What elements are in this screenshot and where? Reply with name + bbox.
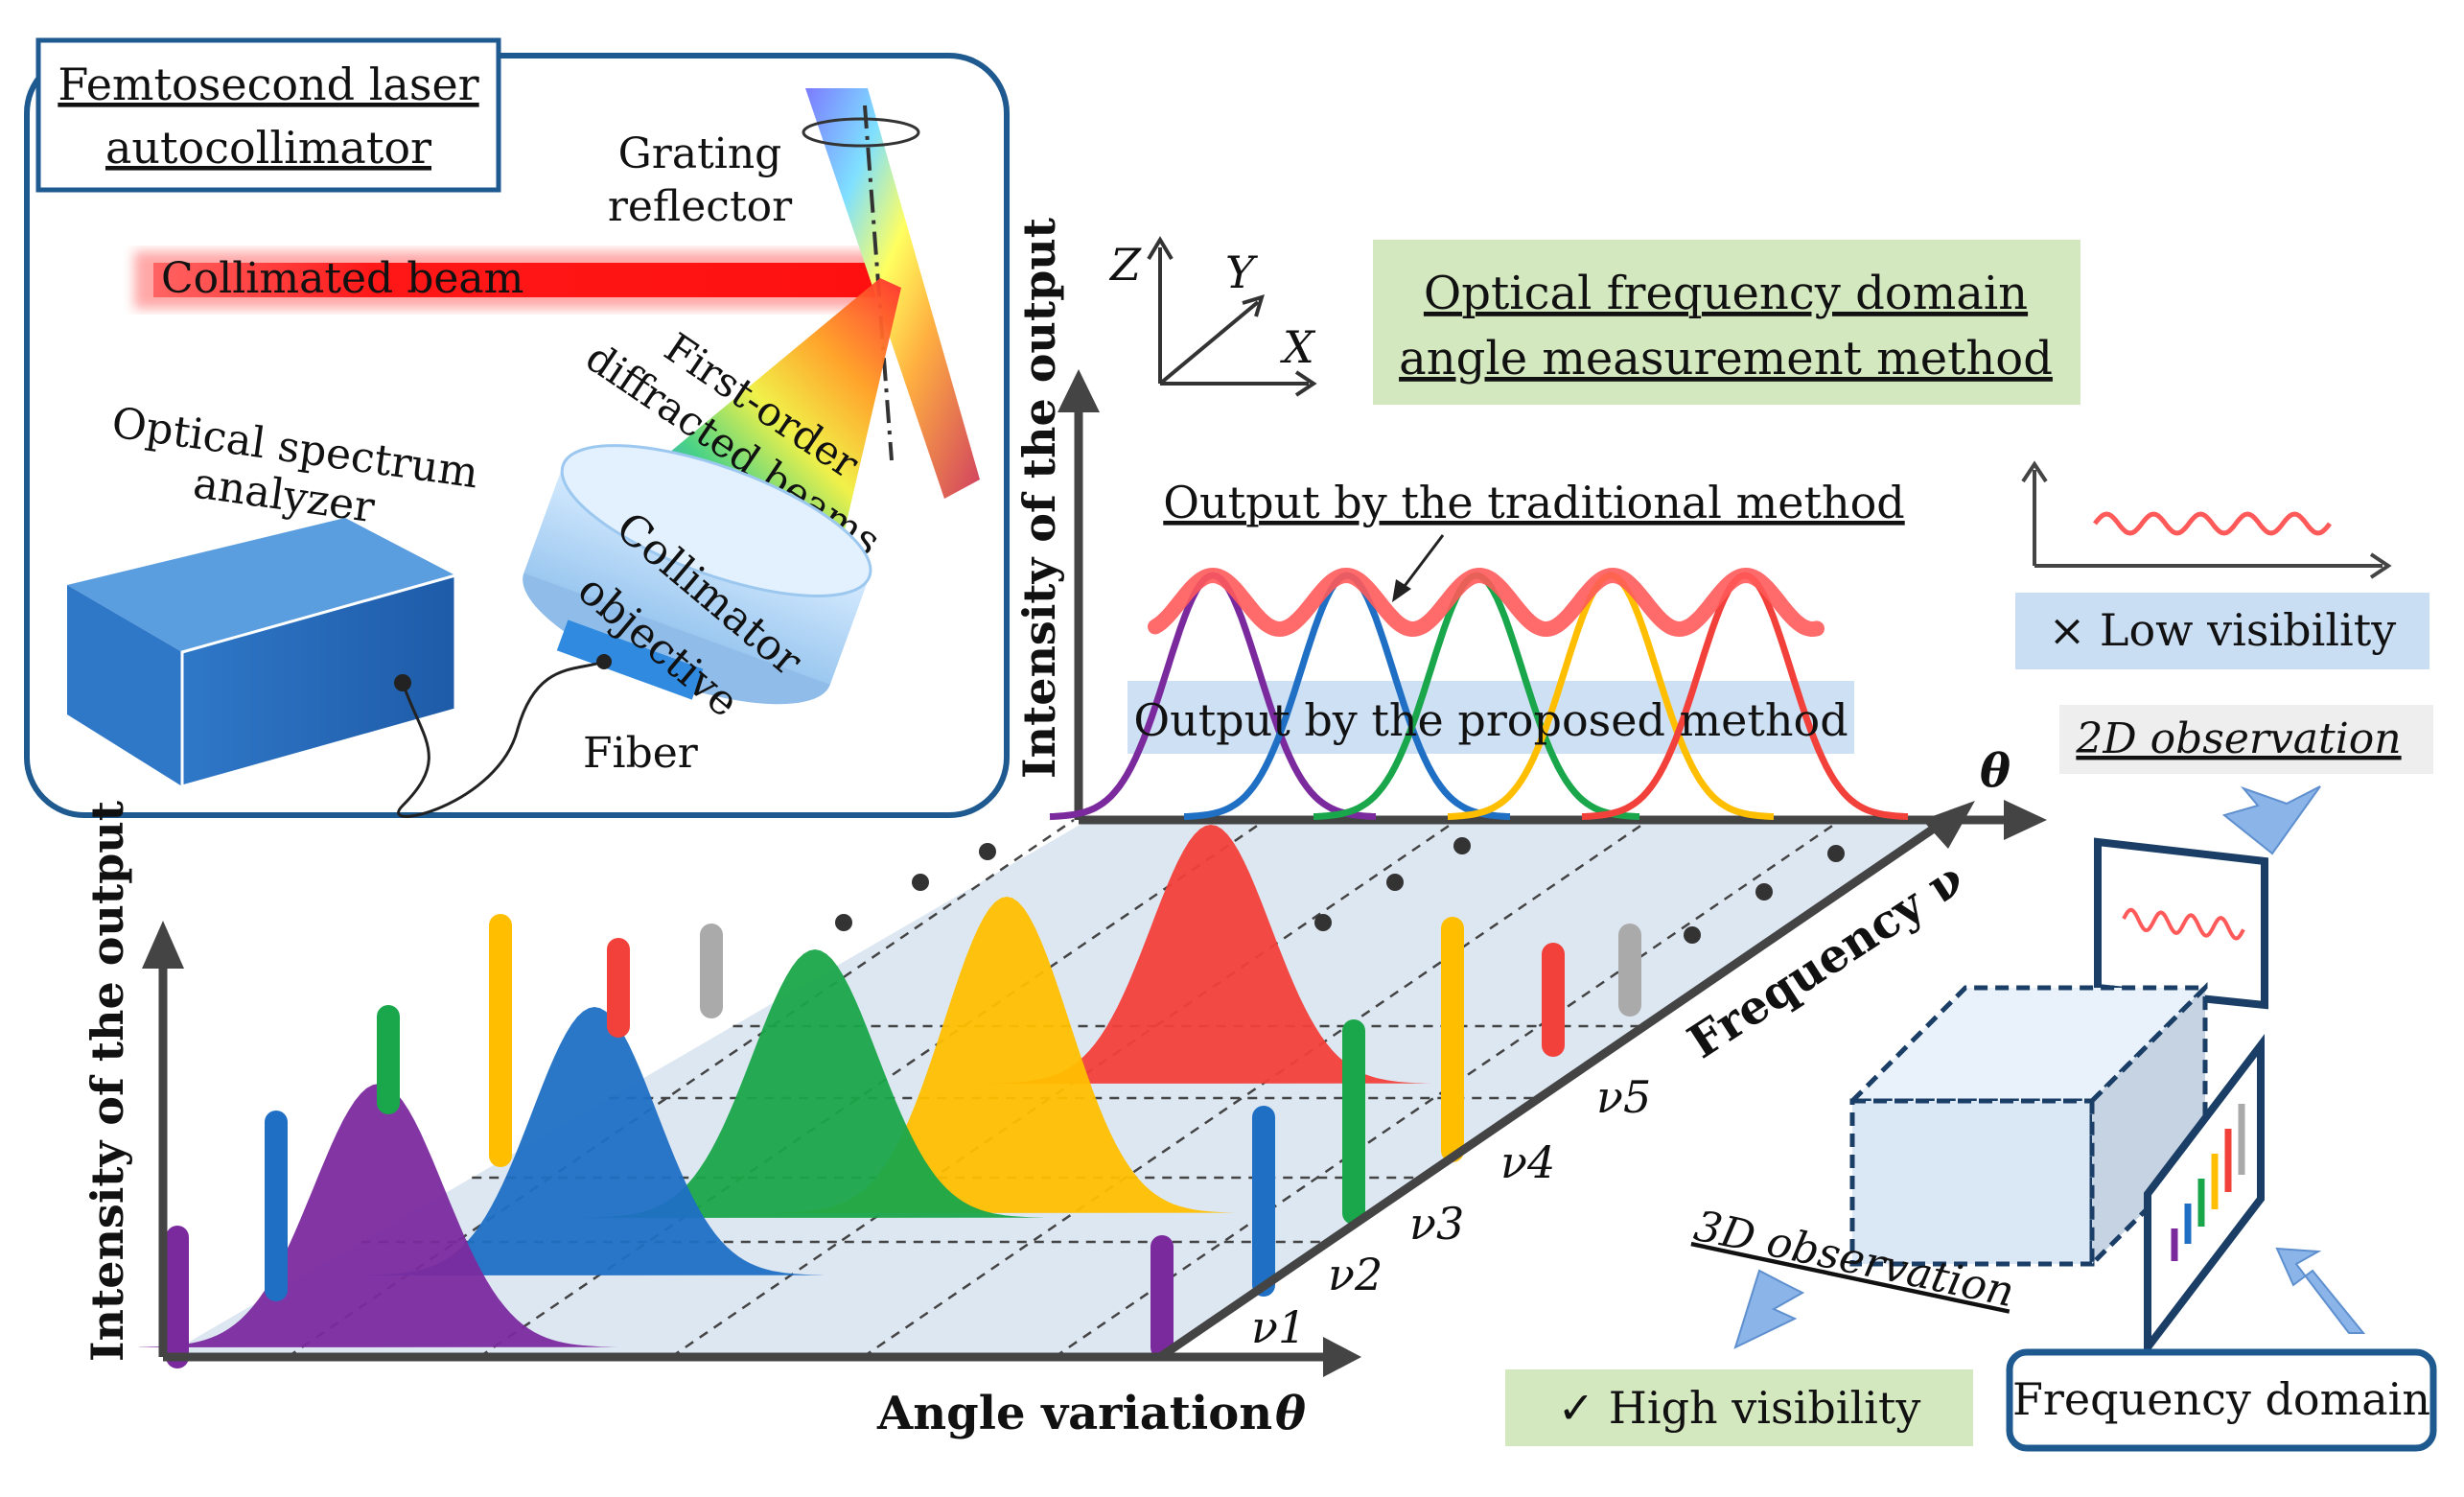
lower-bars bbox=[166, 914, 1641, 1368]
rotation-arrow-icon bbox=[802, 117, 920, 148]
high-visibility-label: ✓ High visibility bbox=[1558, 1382, 1921, 1434]
frequency-labels: ν1 ν2 ν3 ν4 ν5 bbox=[1251, 1071, 1651, 1353]
frequency-label: ν4 bbox=[1500, 1136, 1555, 1188]
axes-triad bbox=[1147, 236, 1317, 397]
peak bbox=[364, 1007, 825, 1275]
grid-line bbox=[670, 818, 1458, 1359]
peak bbox=[585, 949, 1045, 1218]
axis-y-label: Y bbox=[1225, 246, 1259, 298]
mini-wave bbox=[2093, 511, 2332, 536]
dot bbox=[1386, 874, 1404, 891]
upper-x-arrowhead bbox=[2004, 800, 2047, 840]
inset-title-line1: Femtosecond laser bbox=[58, 58, 478, 110]
dot bbox=[979, 843, 996, 860]
arrow-2d-down-icon bbox=[2221, 785, 2321, 855]
lower-ylabel: Intensity of the output bbox=[81, 800, 133, 1362]
inset-panel: Femtosecond laser autocollimator Collima… bbox=[24, 37, 1010, 818]
mini-plot bbox=[2021, 460, 2392, 579]
low-visibility-box bbox=[2015, 593, 2429, 669]
beam-label: Collimated beam bbox=[161, 254, 523, 303]
grid-line bbox=[862, 818, 1650, 1359]
peak bbox=[777, 897, 1237, 1213]
axis-x-label: X bbox=[1280, 321, 1316, 373]
upper-axes bbox=[1074, 403, 2013, 825]
obs-2d-label: 2D observation bbox=[2075, 714, 2401, 763]
traditional-curve bbox=[1148, 567, 1825, 638]
obs-2d-bg bbox=[2059, 705, 2433, 774]
proposed-label: Output by the proposed method bbox=[1133, 694, 1848, 746]
method-box bbox=[1373, 240, 2080, 405]
upper-xlabel: θ bbox=[1980, 744, 2011, 798]
inset-title-line2: autocollimator bbox=[105, 122, 431, 174]
ellipsis-dots bbox=[835, 837, 1845, 944]
dot bbox=[1827, 845, 1845, 862]
dot bbox=[1755, 883, 1773, 901]
screen-wave bbox=[2122, 907, 2245, 941]
traditional-label: Output by the traditional method bbox=[1163, 477, 1904, 528]
dot bbox=[1684, 926, 1701, 944]
inset-title-box bbox=[35, 37, 501, 193]
fiber-cable bbox=[397, 660, 605, 818]
grid-line bbox=[1054, 818, 1842, 1359]
arrow-fd-in-icon bbox=[2275, 1247, 2366, 1334]
frequency-domain-label: Frequency domain bbox=[2012, 1373, 2430, 1425]
frequency-label: ν5 bbox=[1596, 1071, 1651, 1123]
lower-xlabel: Angle variation bbox=[876, 1387, 1272, 1440]
optical-spectrum-analyzer bbox=[67, 518, 457, 788]
traditional-pointer bbox=[1400, 534, 1445, 591]
method-title-line2: angle measurement method bbox=[1399, 332, 2053, 386]
frequency-label: ν3 bbox=[1409, 1198, 1464, 1250]
screen-2d bbox=[2094, 837, 2268, 1010]
peak bbox=[990, 825, 1431, 1084]
proposed-label-bg bbox=[1127, 681, 1854, 754]
peak bbox=[139, 1084, 618, 1347]
traditional-pointer-head bbox=[1392, 579, 1411, 602]
grating-label-line1: Grating bbox=[618, 129, 782, 178]
grating-label-line2: reflector bbox=[608, 182, 793, 231]
upper-ylabel: Intensity of the output bbox=[1013, 217, 1065, 779]
dot bbox=[835, 914, 852, 931]
collimator-objective bbox=[523, 444, 872, 705]
frequency-domain-box bbox=[2006, 1348, 2437, 1452]
upper-y-arrowhead bbox=[1058, 369, 1100, 412]
arrow-3d-down-icon bbox=[1733, 1269, 1805, 1349]
fiber-label: Fiber bbox=[583, 729, 699, 778]
lower-z-arrowhead bbox=[1922, 801, 1975, 849]
observation-cube bbox=[1846, 981, 2212, 1271]
lower-axes bbox=[158, 816, 1949, 1362]
dot bbox=[1453, 837, 1471, 854]
lower-xsymbol: θ bbox=[1275, 1387, 1306, 1440]
axis-z-label: Z bbox=[1108, 239, 1142, 291]
collimated-beam bbox=[153, 263, 882, 297]
lower-y-arrowhead bbox=[142, 921, 184, 969]
frequency-label: ν1 bbox=[1251, 1301, 1306, 1353]
blue-arrows bbox=[1733, 785, 2366, 1349]
method-title-line1: Optical frequency domain bbox=[1424, 267, 2028, 320]
fd-bars bbox=[2171, 1104, 2245, 1261]
high-visibility-box bbox=[1505, 1369, 1973, 1446]
lower-peaks bbox=[139, 825, 1431, 1347]
lower-x-arrowhead bbox=[1323, 1337, 1361, 1377]
frequency-label: ν2 bbox=[1328, 1249, 1383, 1300]
low-visibility-label: × Low visibility bbox=[2049, 604, 2396, 656]
dot bbox=[912, 874, 929, 891]
dot bbox=[1314, 914, 1332, 931]
upper-curves bbox=[1049, 567, 1909, 820]
